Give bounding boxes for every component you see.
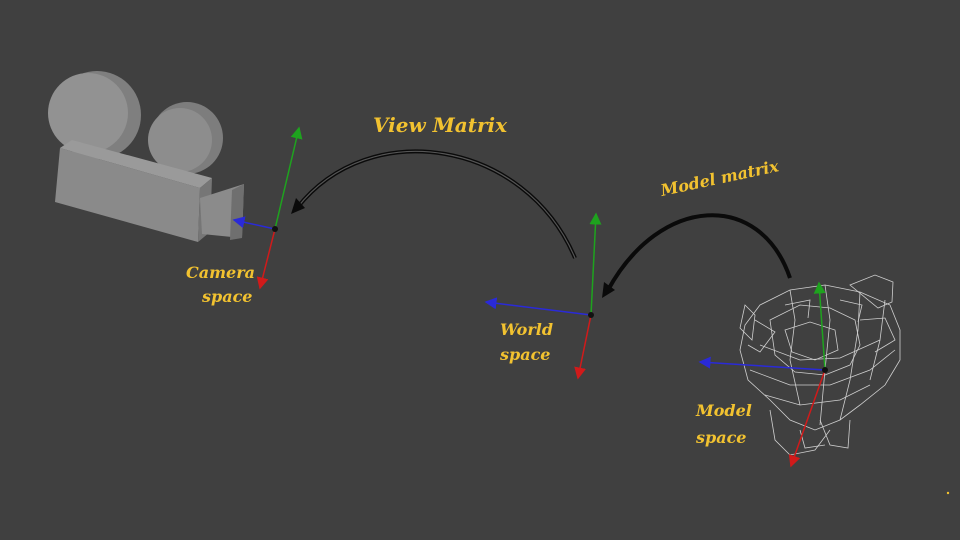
model-matrix-arc: [602, 213, 792, 298]
world-space-label-line2: space: [499, 345, 550, 364]
movie-camera-icon: [48, 71, 244, 242]
world-space-label-line1: World: [500, 320, 553, 339]
world-space-axes: [484, 212, 602, 380]
view-matrix-label: View Matrix: [373, 113, 508, 137]
model-matrix-label: Model matrix: [658, 156, 781, 200]
camera-space-axes: [232, 126, 303, 290]
model-space-axes: [698, 281, 828, 468]
camera-space-label-line2: space: [201, 287, 252, 306]
model-space-label-line2: space: [695, 428, 746, 447]
view-matrix-arc: [291, 149, 577, 259]
camera-space-label-line1: Camera: [186, 263, 255, 282]
model-space-label-line1: Model: [695, 401, 752, 420]
stray-dot: [946, 491, 950, 495]
